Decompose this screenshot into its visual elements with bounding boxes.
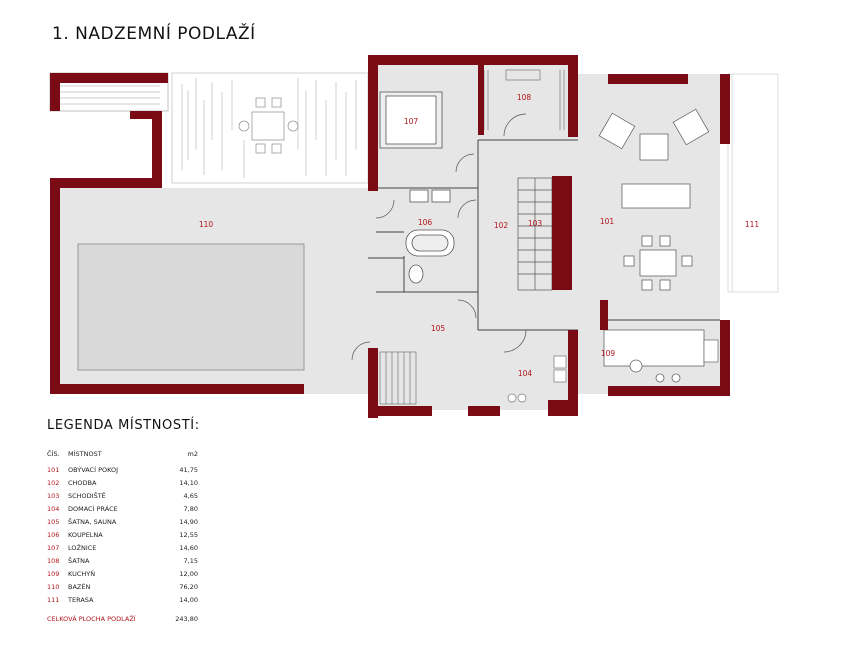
terrace-deck (171, 72, 369, 184)
legend-header-area: m2 (187, 449, 198, 458)
legend-total: CELKOVÁ PLOCHA PODLAŽÍ 243,80 (47, 612, 198, 625)
legend-title: LEGENDA MÍSTNOSTÍ: (47, 418, 200, 433)
toilet-icon (408, 264, 424, 284)
door-swings (351, 113, 527, 361)
legend-number: 104 (47, 504, 60, 513)
room-label-103: 103 (528, 219, 543, 228)
sofa-icon (621, 183, 691, 209)
legend-number: 102 (47, 478, 60, 487)
legend-number: 107 (47, 543, 60, 552)
terrace-table-icon (238, 97, 299, 154)
room-label-108: 108 (517, 93, 532, 102)
legend-room: DOMACÍ PRÁCE (68, 504, 118, 513)
legend-row: 102 CHODBA 14,10 (47, 476, 198, 489)
legend-header-number: ČÍS. (47, 449, 60, 458)
legend-room: TERASA (68, 595, 94, 604)
legend-row: 107 LOŽNICE 14,60 (47, 541, 198, 554)
legend-row: 109 KUCHYŇ 12,00 (47, 567, 198, 580)
sink-icon (409, 189, 451, 203)
room-legend: ČÍS. MÍSTNOST m2 101 OBÝVACÍ POKOJ 41,75 1… (47, 447, 198, 625)
legend-number: 105 (47, 517, 60, 526)
legend-number: 108 (47, 556, 60, 565)
floor-plan: 101 102 103 104 105 106 107 108 109 110 … (49, 55, 779, 418)
legend-area: 41,75 (179, 465, 198, 474)
legend-row: 108 ŠATNA 7,15 (47, 554, 198, 567)
bathtub-icon (405, 229, 455, 257)
legend-room: CHODBA (68, 478, 97, 487)
sauna-icon (379, 351, 417, 405)
legend-total-label: CELKOVÁ PLOCHA PODLAŽÍ (47, 614, 136, 623)
legend-total-area: 243,80 (175, 614, 198, 623)
stove-icon (703, 339, 719, 363)
room-label-107: 107 (404, 117, 419, 126)
legend-area: 14,90 (179, 517, 198, 526)
room-label-102: 102 (494, 221, 509, 230)
legend-area: 7,15 (183, 556, 198, 565)
legend-row: 106 KOUPELNA 12,55 (47, 528, 198, 541)
legend-number: 103 (47, 491, 60, 500)
legend-area: 7,80 (183, 504, 198, 513)
legend-number: 111 (47, 595, 60, 604)
legend-room: BAZÉN (68, 582, 91, 591)
room-label-110: 110 (199, 220, 214, 229)
page-title: 1. NADZEMNÍ PODLAŽÍ (52, 24, 256, 44)
legend-number: 110 (47, 582, 60, 591)
legend-row: 104 DOMACÍ PRÁCE 7,80 (47, 502, 198, 515)
room-label-111: 111 (745, 220, 760, 229)
legend-header-room: MÍSTNOST (68, 449, 102, 458)
legend-row: 103 SCHODIŠTĚ 4,65 (47, 489, 198, 502)
legend-row: 105 ŠATNA, SAUNA 14,90 (47, 515, 198, 528)
legend-room: LOŽNICE (68, 543, 97, 552)
interior-partitions (368, 139, 720, 331)
coffee-table-icon (639, 133, 669, 161)
legend-room: KUCHYŇ (68, 569, 96, 578)
legend-area: 12,55 (179, 530, 198, 539)
room-label-101: 101 (600, 217, 615, 226)
legend-row: 111 TERASA 14,00 (47, 593, 198, 606)
legend-area: 14,00 (179, 595, 198, 604)
east-terrace (727, 73, 779, 293)
legend-header: ČÍS. MÍSTNOST m2 (47, 447, 198, 460)
pool-basin (77, 243, 305, 371)
room-label-105: 105 (431, 324, 446, 333)
legend-number: 101 (47, 465, 60, 474)
legend-area: 4,65 (183, 491, 198, 500)
legend-row: 110 BAZÉN 76,20 (47, 580, 198, 593)
legend-room: SCHODIŠTĚ (68, 491, 106, 500)
legend-number: 109 (47, 569, 60, 578)
room-label-109: 109 (601, 349, 616, 358)
bed-icon (379, 91, 443, 149)
legend-room: KOUPELNA (68, 530, 103, 539)
legend-number: 106 (47, 530, 60, 539)
armchair-icon (598, 108, 710, 150)
legend-area: 14,60 (179, 543, 198, 552)
structural-walls (50, 55, 730, 418)
legend-area: 76,20 (179, 582, 198, 591)
room-label-104: 104 (518, 369, 533, 378)
legend-room: OBÝVACÍ POKOJ (68, 465, 119, 474)
legend-area: 12,00 (179, 569, 198, 578)
legend-room: ŠATNA, SAUNA (68, 517, 117, 526)
legend-room: ŠATNA (68, 556, 90, 565)
room-label-106: 106 (418, 218, 433, 227)
dining-table-icon (623, 235, 693, 291)
legend-row: 101 OBÝVACÍ POKOJ 41,75 (47, 463, 198, 476)
legend-area: 14,10 (179, 478, 198, 487)
washer-icon (507, 355, 567, 403)
